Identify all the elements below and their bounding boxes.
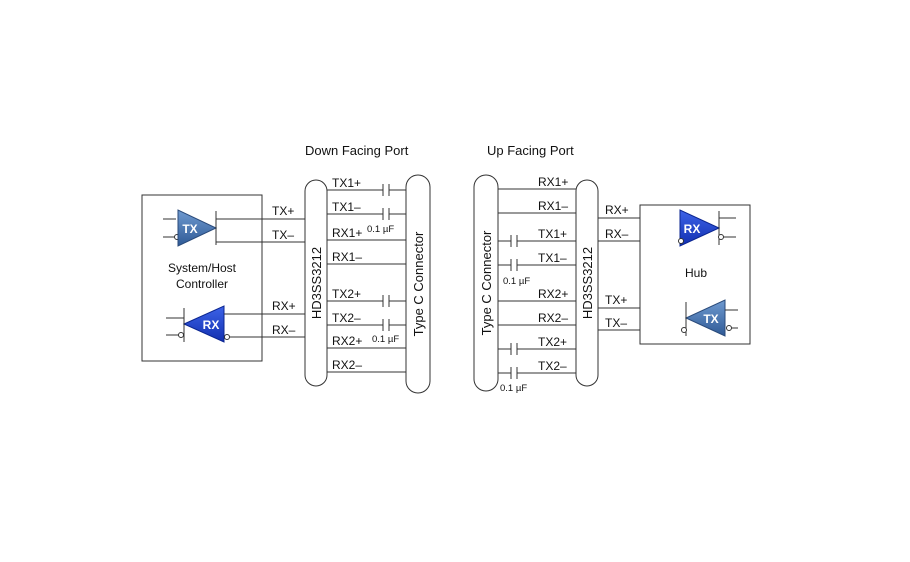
right-port-rx1-plus: RX1+ — [538, 175, 568, 189]
left-port-tx2-minus: TX2– — [332, 311, 361, 325]
left-port-rx2-minus: RX2– — [332, 358, 362, 372]
right-port-rx1-minus: RX1– — [538, 199, 568, 213]
right-port-wires — [498, 188, 576, 379]
hub-label: Hub — [685, 266, 707, 280]
left-port-tx1-minus: TX1– — [332, 200, 361, 214]
left-port-rx1-plus: RX1+ — [332, 226, 362, 240]
right-port-rx2-minus: RX2– — [538, 311, 568, 325]
left-host-signal-rx-plus: RX+ — [272, 299, 296, 313]
right-port-tx2-minus: TX2– — [538, 359, 567, 373]
right-port-tx2-plus: TX2+ — [538, 335, 567, 349]
right-rx-buffer-label: RX — [684, 222, 701, 236]
host-label-line1: System/Host — [168, 261, 237, 275]
right-connector-label: Type C Connector — [479, 230, 494, 335]
left-cap-label-1: 0.1 µF — [367, 224, 394, 235]
right-tx-buffer: TX — [681, 299, 738, 337]
left-type-c-connector: Type C Connector — [405, 174, 431, 394]
right-hub-signal-rx-minus: RX– — [605, 227, 629, 241]
right-hub-signal-tx-minus: TX– — [605, 316, 627, 330]
left-switch-hd3ss3212: HD3SS3212 — [304, 179, 328, 387]
right-switch-label: HD3SS3212 — [580, 247, 595, 319]
right-rx-buffer: RX — [678, 209, 736, 247]
right-type-c-connector: Type C Connector — [473, 174, 499, 392]
left-host-signal-tx-minus: TX– — [272, 228, 294, 242]
left-cap-label-2: 0.1 µF — [372, 334, 399, 345]
right-switch-hd3ss3212: HD3SS3212 — [575, 179, 599, 387]
left-host-controller: System/Host Controller — [141, 194, 263, 362]
left-port-rx1-minus: RX1– — [332, 250, 362, 264]
left-tx-buffer: TX — [163, 209, 218, 247]
left-tx-buffer-label: TX — [182, 222, 197, 236]
host-label-line2: Controller — [176, 277, 228, 291]
left-rx-buffer: RX — [166, 305, 230, 343]
left-rx-buffer-label: RX — [203, 318, 220, 332]
right-port-tx1-plus: TX1+ — [538, 227, 567, 241]
down-facing-port-title: Down Facing Port — [305, 143, 409, 158]
up-facing-port-title: Up Facing Port — [487, 143, 574, 158]
right-hub-signal-rx-plus: RX+ — [605, 203, 629, 217]
left-port-tx2-plus: TX2+ — [332, 287, 361, 301]
left-host-signal-rx-minus: RX– — [272, 323, 296, 337]
right-port-tx1-minus: TX1– — [538, 251, 567, 265]
left-switch-label: HD3SS3212 — [309, 247, 324, 319]
right-cap-label-1: 0.1 µF — [503, 276, 530, 287]
right-hub-signal-tx-plus: TX+ — [605, 293, 627, 307]
left-connector-label: Type C Connector — [411, 231, 426, 336]
left-port-wires — [327, 184, 406, 373]
right-cap-label-2: 0.1 µF — [500, 383, 527, 394]
left-port-rx2-plus: RX2+ — [332, 334, 362, 348]
left-host-signal-tx-plus: TX+ — [272, 204, 294, 218]
left-port-tx1-plus: TX1+ — [332, 176, 361, 190]
right-port-rx2-plus: RX2+ — [538, 287, 568, 301]
right-tx-buffer-label: TX — [703, 312, 718, 326]
